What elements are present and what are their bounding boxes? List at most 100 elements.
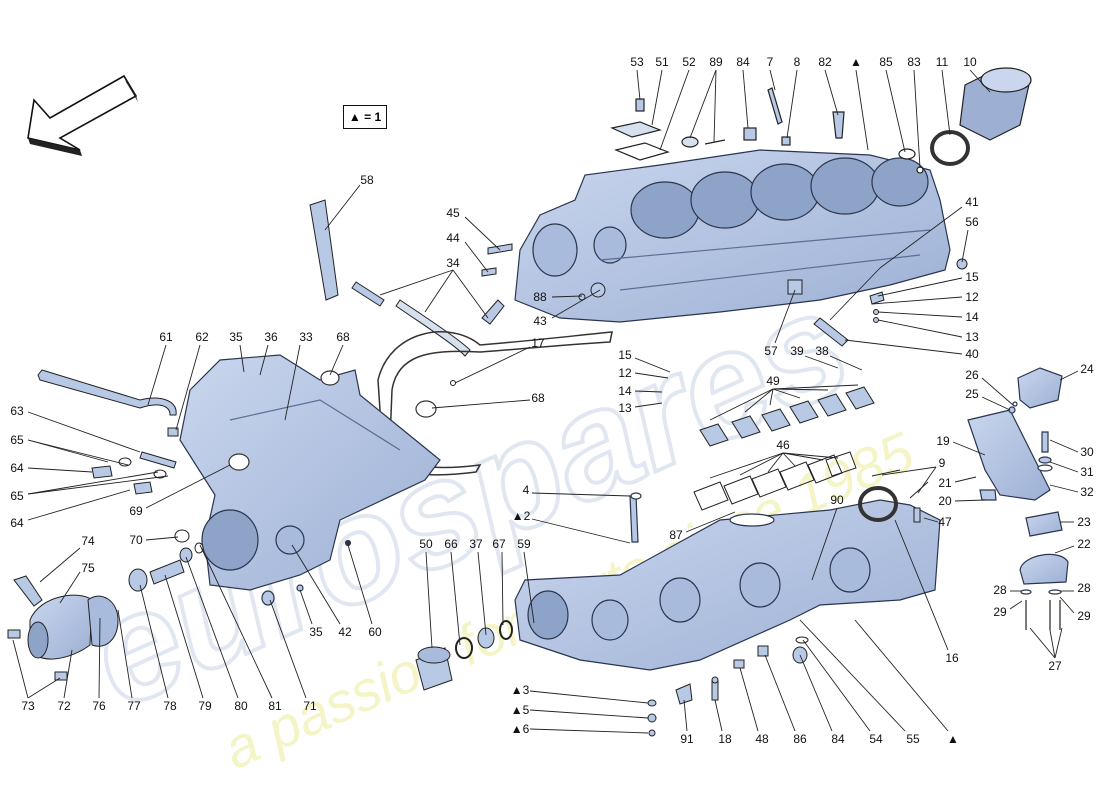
callout-c4: 4	[522, 483, 530, 497]
leader-c65a-1	[27, 439, 129, 466]
leader-c42-0	[291, 544, 341, 625]
leader-c15b-0	[634, 357, 671, 373]
callout-c65a: 65	[10, 433, 24, 447]
callout-c82: 82	[818, 55, 832, 69]
leader-c34-1	[424, 269, 454, 313]
leader-c48-0	[739, 667, 759, 732]
leader-c41-1	[829, 267, 881, 321]
leader-c59-0	[523, 551, 535, 624]
leader-c43-0	[551, 289, 601, 319]
leader-c27-2	[1054, 627, 1063, 659]
callout-c61: 61	[159, 330, 173, 344]
leader-c89-1	[713, 69, 717, 143]
leader-c58-0	[324, 184, 361, 231]
leader-c64a-0	[27, 467, 93, 473]
callout-c21: 21	[938, 476, 952, 490]
callout-c11: 11	[935, 55, 949, 69]
leader-c49-5	[772, 384, 859, 390]
callout-c62: 62	[195, 330, 209, 344]
callout-c19: 19	[936, 434, 950, 448]
callout-c89: 89	[709, 55, 723, 69]
callout-c60: 60	[368, 625, 382, 639]
leader-c49-2	[769, 388, 774, 406]
leader-c37-0	[477, 551, 487, 636]
leader-c91-0	[683, 699, 688, 732]
leader-c12a-0	[871, 296, 963, 305]
leader-c68a-0	[329, 344, 344, 376]
callout-c27: 27	[1048, 659, 1062, 673]
callout-c44: 44	[446, 231, 460, 245]
leader-c32-0	[1049, 484, 1079, 493]
leader-c4-0	[531, 492, 631, 497]
leader-c46-2	[767, 452, 784, 473]
callout-c7: 7	[766, 55, 774, 69]
leader-c80-0	[185, 556, 239, 699]
leader-c44-0	[464, 241, 489, 273]
leader-c61-0	[147, 344, 167, 406]
callout-c24: 24	[1080, 362, 1094, 376]
leader-c84a-0	[742, 69, 749, 129]
leader-c64b-0	[27, 489, 131, 521]
callout-ctri1: ▲	[850, 55, 862, 69]
callout-c64a: 64	[10, 461, 24, 475]
leader-c60-0	[347, 544, 373, 625]
leader-c30-0	[1049, 439, 1079, 453]
callout-c13b: 13	[618, 401, 632, 415]
direction-arrow-icon	[27, 74, 138, 156]
leader-c46-5	[782, 452, 839, 459]
leader-c76-0	[98, 617, 101, 699]
leader-c49-3	[772, 388, 801, 399]
leader-c24-0	[1059, 370, 1079, 381]
callout-c28a: 28	[993, 583, 1007, 597]
leader-c88-0	[551, 295, 583, 298]
callout-c77: 77	[127, 699, 141, 713]
engine-mount-brackets	[967, 367, 1069, 630]
callout-c43: 43	[533, 314, 547, 328]
callout-c6: ▲6	[510, 722, 530, 736]
callout-c23: 23	[1077, 515, 1091, 529]
callout-c75: 75	[81, 561, 95, 575]
leader-c14b-0	[634, 390, 663, 393]
callout-c36: 36	[264, 330, 278, 344]
legend-triangle-icon: ▲	[348, 110, 361, 124]
leader-c33-0	[284, 344, 301, 421]
callout-c12a: 12	[965, 290, 979, 304]
leader-c11-0	[941, 69, 951, 136]
timing-cover	[179, 354, 441, 606]
callout-c40: 40	[965, 347, 979, 361]
callout-c79: 79	[198, 699, 212, 713]
leader-c14a-0	[877, 311, 963, 318]
leader-c90-0	[811, 507, 838, 581]
callout-c38: 38	[815, 344, 829, 358]
leader-c34-0	[379, 269, 454, 296]
leader-c2-0	[531, 518, 631, 544]
callout-c46: 46	[776, 438, 790, 452]
leader-c15a-0	[877, 277, 963, 297]
callout-c16: 16	[945, 651, 959, 665]
callout-c49: 49	[766, 374, 780, 388]
leader-c87-0	[685, 511, 736, 533]
leader-c53-0	[636, 69, 641, 101]
leader-c46-3	[782, 452, 796, 467]
callout-c53: 53	[630, 55, 644, 69]
leader-c49-0	[709, 388, 774, 421]
leader-c62-0	[175, 344, 201, 431]
callout-c69: 69	[129, 504, 143, 518]
leader-c38-0	[829, 355, 863, 371]
leader-c49-1	[744, 388, 774, 413]
callout-c54: 54	[869, 732, 883, 746]
leader-c7-0	[769, 69, 776, 91]
callout-c74: 74	[81, 534, 95, 548]
callout-c33: 33	[299, 330, 313, 344]
callout-c48: 48	[755, 732, 769, 746]
leader-c83-0	[913, 69, 921, 169]
leader-c9-0	[881, 466, 937, 476]
callout-c84a: 84	[736, 55, 750, 69]
callout-c63: 63	[10, 404, 24, 418]
callout-c37: 37	[469, 537, 483, 551]
sensor-parts	[481, 243, 968, 347]
callout-c86: 86	[793, 732, 807, 746]
callout-c29b: 29	[1077, 609, 1091, 623]
callout-c32: 32	[1080, 485, 1094, 499]
